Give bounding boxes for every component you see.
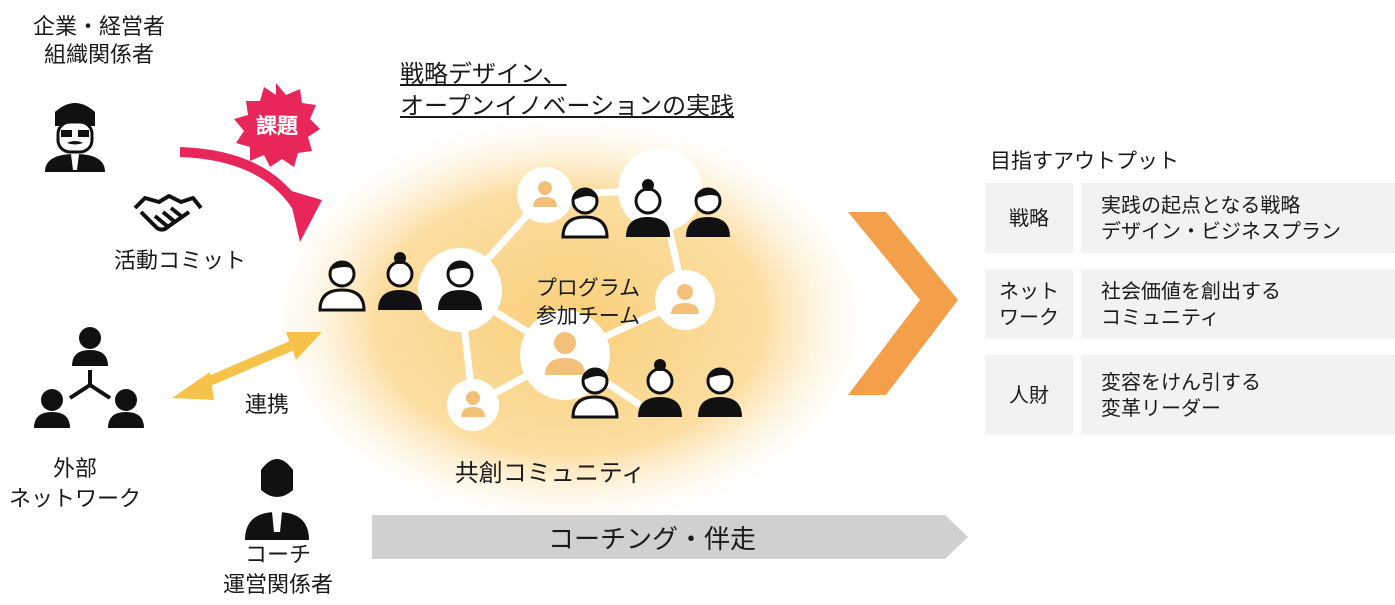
community-label: 共創コミュニティ [454,459,646,487]
team-group-top [561,179,730,239]
output-category: 人財 [985,355,1073,435]
team-label: プログラム 参加チーム [535,276,641,328]
person-icon [438,260,482,310]
network-label: 外部 ネットワーク [8,457,141,512]
output-category: 戦略 [985,183,1073,253]
issue-badge-label: 課題 [256,114,298,138]
practice-title: 戦略デザイン、 オープンイノベーションの実践 [400,58,734,122]
management-person-icon [45,103,105,172]
coach-label: コーチ 運営関係者 [222,543,333,598]
output-description: 実践の起点となる戦略 デザイン・ビジネスプラン [1081,183,1395,253]
person-icon [698,367,742,417]
management-label: 企業・経営者 組織関係者 [32,15,165,68]
practice-title-line2: オープンイノベーションの実践 [400,92,735,120]
person-icon [626,179,670,237]
collab-label: 連携 [244,393,289,418]
output-description: 社会価値を創出する コミュニティ [1081,269,1395,339]
coaching-bar [372,515,968,559]
issue-badge [234,83,320,167]
coaching-label: コーチング・伴走 [547,524,756,555]
person-icon [378,252,422,310]
output-row: 人財 変容をけん引する 変革リーダー [985,355,1395,435]
faint-person-icon [461,181,699,417]
practice-title-line1: 戦略デザイン、 [400,60,567,88]
output-row: 戦略 実践の起点となる戦略 デザイン・ビジネスプラン [985,183,1395,253]
person-icon [638,359,682,417]
outputs-heading: 目指すアウトプット [990,149,1179,173]
coach-person-icon [245,459,309,540]
output-chevron [848,212,958,395]
output-row: ネット ワーク 社会価値を創出する コミュニティ [985,269,1395,339]
person-icon [686,187,730,237]
person-icon [561,187,609,239]
team-group-left [318,252,482,312]
collab-arrow [172,332,322,400]
output-description: 変容をけん引する 変革リーダー [1081,355,1395,435]
commit-label: 活動コミット [113,249,246,274]
person-icon [318,260,366,312]
output-category: ネット ワーク [985,269,1073,339]
network-group-icon [34,327,144,428]
issue-arrowhead [288,190,322,242]
handshake-icon [133,194,203,232]
team-group-bottom [571,359,742,419]
person-icon [571,367,619,419]
